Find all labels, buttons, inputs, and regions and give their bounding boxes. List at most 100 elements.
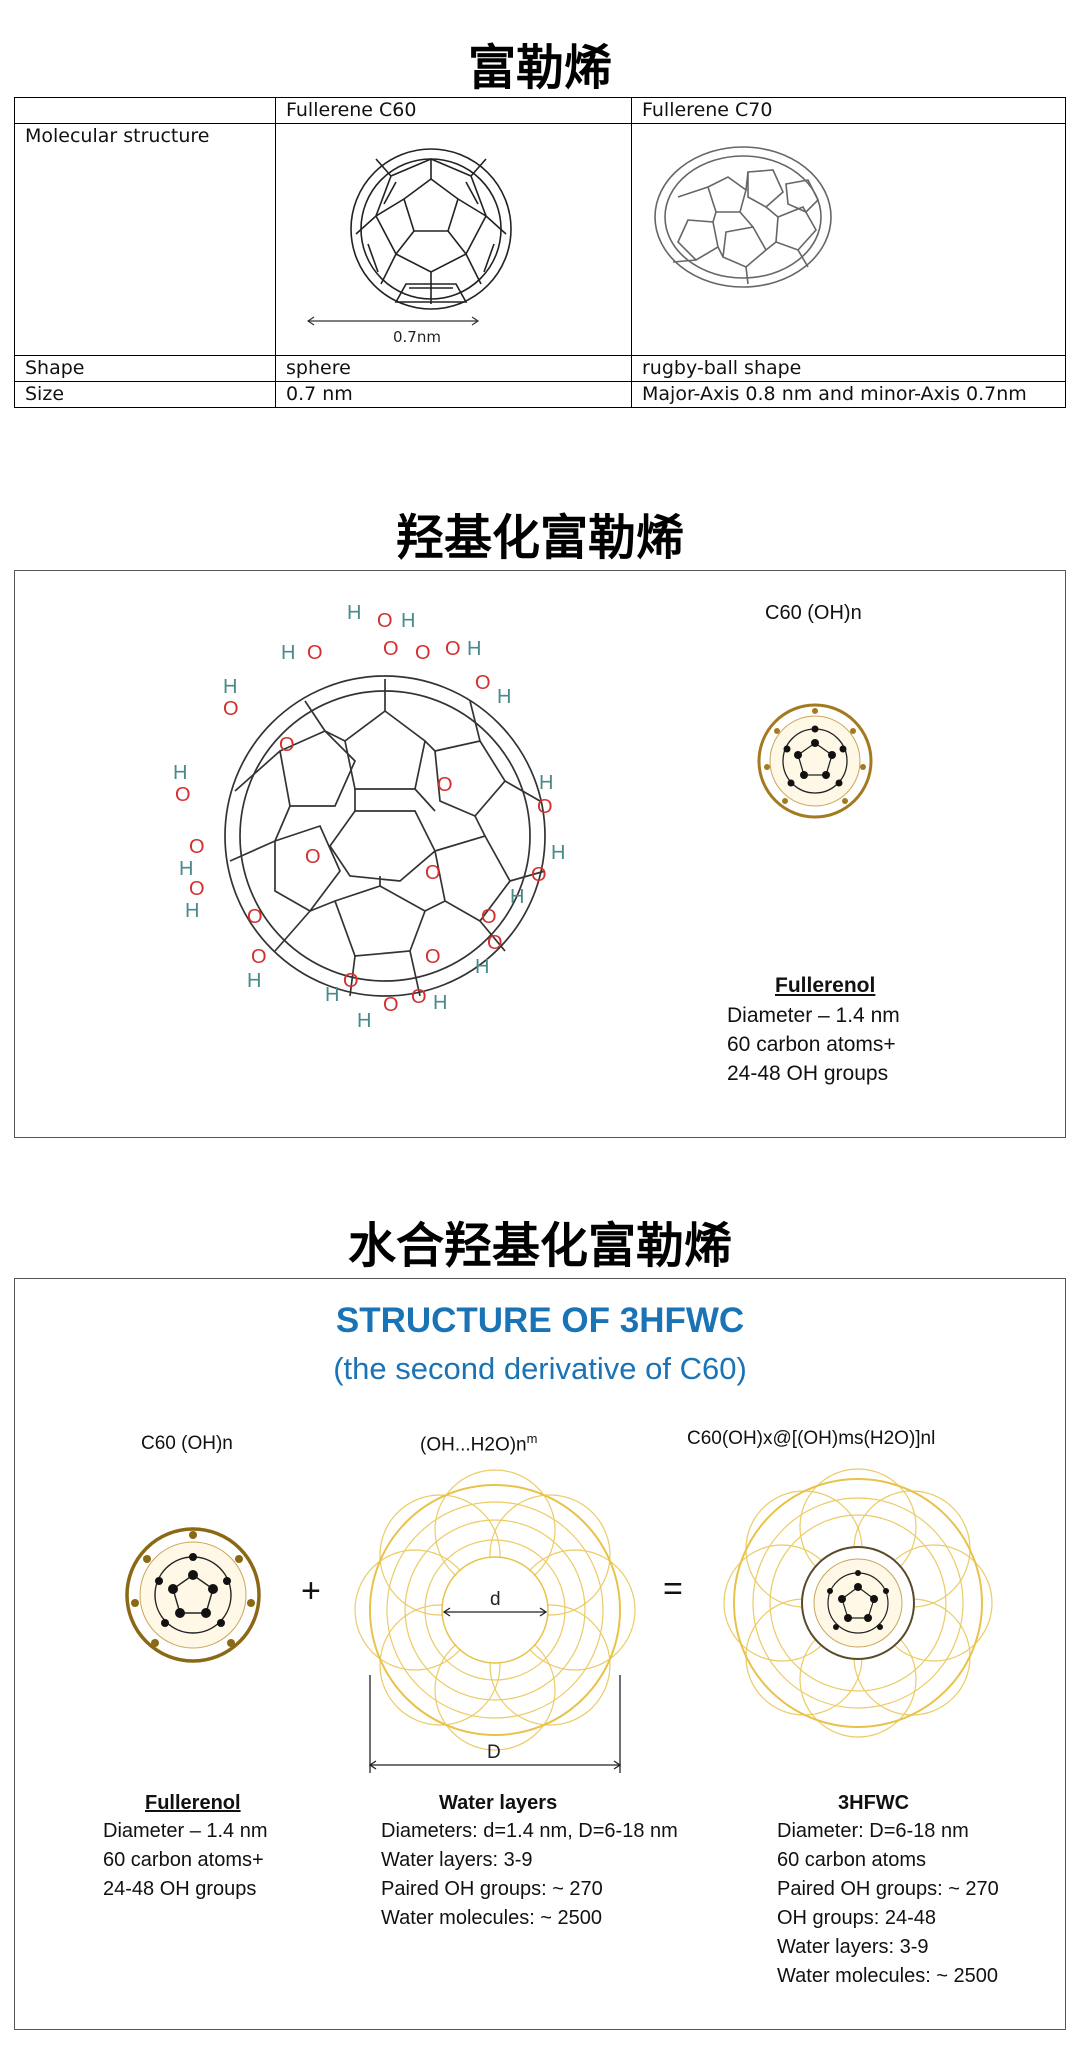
c60-size: 0.7 nm <box>275 381 632 408</box>
fullerenol-carbon: 60 carbon atoms+ <box>727 1033 896 1056</box>
oxygen-atom: O <box>411 986 427 1008</box>
header-c70: Fullerene C70 <box>631 97 1066 124</box>
water-layer-count: Water layers: 3-9 <box>381 1849 533 1871</box>
hydrogen-atom: H <box>281 642 295 664</box>
c70-structure-cell <box>631 123 1066 356</box>
fullerene-comparison-table: Fullerene C60 Fullerene C70 Molecular st… <box>14 97 1066 408</box>
water-paired-oh: Paired OH groups: ~ 270 <box>381 1878 603 1900</box>
oxygen-atom: O <box>425 862 441 884</box>
formula-water-layers: (OH...H2O)nm <box>420 1431 538 1456</box>
c70-shape: rugby-ball shape <box>631 355 1066 382</box>
header-c60: Fullerene C60 <box>275 97 632 124</box>
water-layers-diagram: d D <box>354 1469 636 1773</box>
formula-fullerenol: C60 (OH)n <box>141 1433 233 1454</box>
hydrogen-atom: H <box>401 610 415 632</box>
3hfwc-label: 3HFWC <box>838 1792 910 1814</box>
fullerenol-title: Fullerenol <box>775 974 876 997</box>
fullerenol-oh-groups: 24-48 OH groups <box>727 1062 889 1085</box>
3hfwc-subtitle: (the second derivative of C60) <box>333 1351 747 1386</box>
3hfwc-paired-oh: Paired OH groups: ~ 270 <box>777 1878 999 1900</box>
oxygen-atom: O <box>189 836 205 858</box>
fullerenol-formula: C60 (OH)n <box>765 602 862 624</box>
table-row: Molecular structure <box>14 123 1066 356</box>
row-label: Size <box>14 381 276 408</box>
hydrogen-atom: H <box>347 602 361 624</box>
3hfwc-panel: STRUCTURE OF 3HFWC (the second derivativ… <box>14 1278 1066 2030</box>
hydrogen-atom: H <box>173 762 187 784</box>
3hfwc-water-molecules: Water molecules: ~ 2500 <box>777 1965 999 1987</box>
oxygen-atom: O <box>531 864 547 886</box>
row-label: Shape <box>14 355 276 382</box>
water-diameters: Diameters: d=1.4 nm, D=6-18 nm <box>381 1820 678 1842</box>
oxygen-atom: O <box>475 672 491 694</box>
hydrogen-atom: H <box>510 886 524 908</box>
oxygen-atom: O <box>415 642 431 664</box>
c60-shape: sphere <box>275 355 632 382</box>
oxygen-atom: O <box>537 796 553 818</box>
header-empty-cell <box>14 97 276 124</box>
3hfwc-carbon: 60 carbon atoms <box>777 1849 926 1871</box>
formula-3hfwc: C60(OH)x@[(OH)ms(H2O)]nl <box>687 1428 936 1449</box>
3hfwc-diagram <box>723 1468 993 1738</box>
oxygen-atom: O <box>383 638 399 660</box>
equals-sign: = <box>663 1570 683 1608</box>
fullerenol-diameter: Diameter – 1.4 nm <box>727 1004 900 1027</box>
table-row: Shape sphere rugby-ball shape <box>14 355 1066 382</box>
c60-structure-cell: 0.7nm <box>275 123 632 356</box>
c70-structure-image <box>654 146 832 288</box>
oxygen-atom: O <box>377 610 393 632</box>
hydrogen-atom: H <box>497 686 511 708</box>
hydrogen-atom: H <box>185 900 199 922</box>
fullerenol-icon <box>125 1527 261 1663</box>
heading-fullerenol: 羟基化富勒烯 <box>395 510 684 566</box>
fullerenol-diameter: Diameter – 1.4 nm <box>103 1820 268 1842</box>
oxygen-atom: O <box>307 642 323 664</box>
table-header-row: Fullerene C60 Fullerene C70 <box>14 97 1066 124</box>
fullerenol-carbon: 60 carbon atoms+ <box>103 1849 264 1871</box>
oxygen-atom: O <box>305 846 321 868</box>
oxygen-atom: O <box>425 946 441 968</box>
fullerenol-oh-groups: 24-48 OH groups <box>103 1878 257 1900</box>
c60-dimension-label: 0.7nm <box>393 328 441 346</box>
hydrogen-atom: H <box>433 992 447 1014</box>
fullerenol-icon <box>757 703 873 819</box>
fullerenol-panel: O H H O H O O O H O H H O O H O O H O H … <box>14 570 1066 1138</box>
water-molecules: Water molecules: ~ 2500 <box>381 1907 603 1929</box>
oxygen-atom: O <box>247 906 263 928</box>
table-row: Size 0.7 nm Major-Axis 0.8 nm and minor-… <box>14 381 1066 408</box>
oxygen-atom: O <box>189 878 205 900</box>
plus-sign: + <box>301 1572 321 1610</box>
hydrogen-atom: H <box>551 842 565 864</box>
hydrogen-atom: H <box>247 970 261 992</box>
oxygen-atom: O <box>437 774 453 796</box>
oxygen-atom: O <box>487 932 503 954</box>
hydrogen-atom: H <box>467 638 481 660</box>
oxygen-atom: O <box>343 970 359 992</box>
heading-hydrated-fullerenol: 水合羟基化富勒烯 <box>347 1218 732 1274</box>
c70-size: Major-Axis 0.8 nm and minor-Axis 0.7nm <box>631 381 1066 408</box>
hydrogen-atom: H <box>179 858 193 880</box>
oxygen-atom: O <box>223 698 239 720</box>
hydrogen-atom: H <box>539 772 553 794</box>
c60-structure-image: 0.7nm <box>306 148 512 346</box>
oxygen-atom: O <box>175 784 191 806</box>
hydrogen-atom: H <box>475 956 489 978</box>
3hfwc-title: STRUCTURE OF 3HFWC <box>335 1301 745 1340</box>
outer-diameter-label: D <box>487 1742 501 1763</box>
row-label: Molecular structure <box>14 123 276 356</box>
oxygen-atom: O <box>279 734 295 756</box>
heading-fullerene: 富勒烯 <box>467 40 612 96</box>
oxygen-atom: O <box>445 638 461 660</box>
oxygen-atom: O <box>383 994 399 1016</box>
hydrogen-atom: H <box>325 984 339 1006</box>
3hfwc-water-layers: Water layers: 3-9 <box>777 1936 929 1958</box>
water-layers-title: Water layers <box>439 1792 558 1814</box>
fullerenol-title: Fullerenol <box>145 1792 241 1814</box>
3hfwc-oh-groups: OH groups: 24-48 <box>777 1907 936 1929</box>
oxygen-atom: O <box>251 946 267 968</box>
inner-diameter-label: d <box>490 1589 501 1610</box>
3hfwc-diameter: Diameter: D=6-18 nm <box>777 1820 969 1842</box>
hydrogen-atom: H <box>223 676 237 698</box>
oxygen-atom: O <box>481 906 497 928</box>
hydrogen-atom: H <box>357 1010 371 1032</box>
